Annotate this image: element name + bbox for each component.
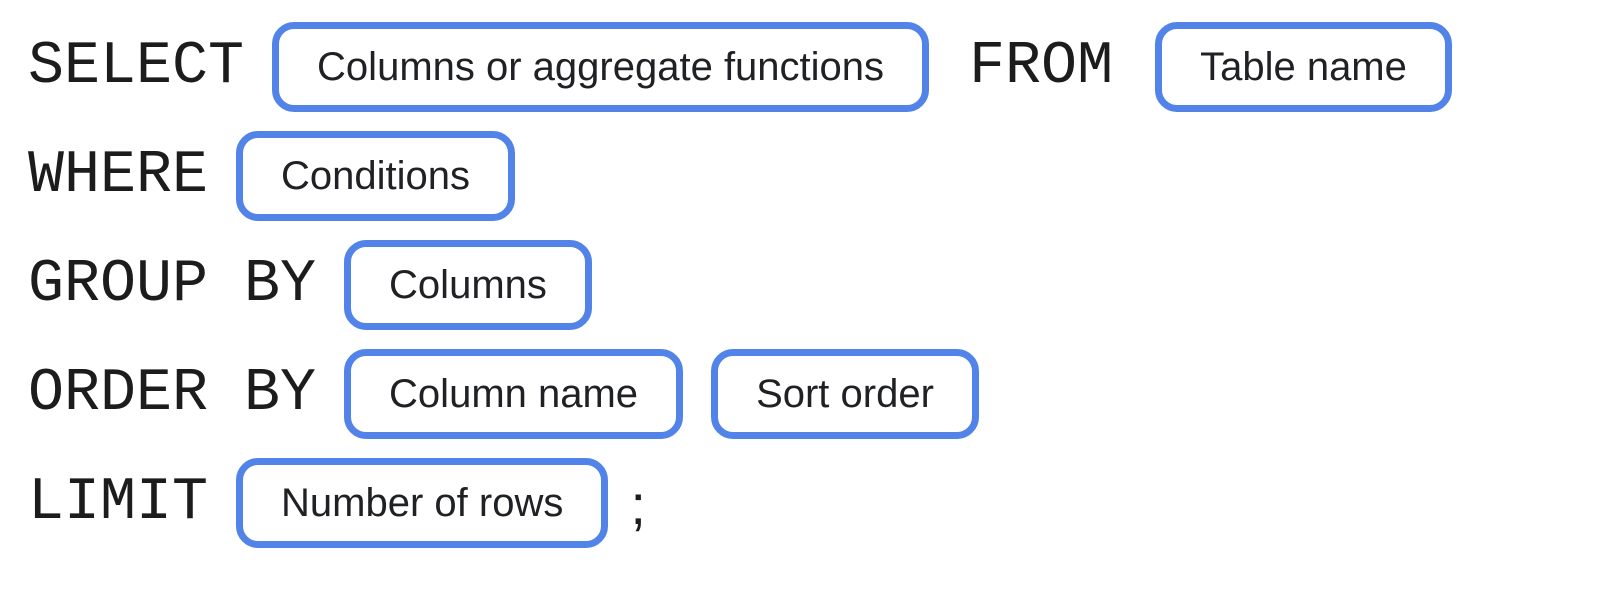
keyword-group-by: GROUP BY	[28, 251, 317, 319]
group-by-row: GROUP BY Columns	[28, 240, 1600, 330]
statement-terminator-semicolon: ;	[630, 473, 646, 536]
box-column-name: Column name	[344, 349, 684, 439]
box-columns: Columns	[344, 240, 592, 330]
box-number-of-rows-label: Number of rows	[281, 481, 564, 525]
box-table-name-label: Table name	[1200, 45, 1407, 89]
box-sort-order-label: Sort order	[756, 372, 934, 416]
limit-row: LIMIT Number of rows ;	[28, 458, 1600, 548]
keyword-where: WHERE	[28, 142, 209, 210]
box-sort-order: Sort order	[711, 349, 979, 439]
keyword-from: FROM	[969, 33, 1114, 101]
box-conditions: Conditions	[236, 131, 516, 221]
box-columns-label: Columns	[389, 263, 547, 307]
box-column-name-label: Column name	[389, 372, 639, 416]
where-row: WHERE Conditions	[28, 131, 1600, 221]
box-columns-or-aggregate-functions: Columns or aggregate functions	[272, 22, 930, 112]
keyword-select: SELECT	[28, 33, 245, 101]
keyword-order-by: ORDER BY	[28, 360, 317, 428]
order-by-row: ORDER BY Column name Sort order	[28, 349, 1600, 439]
keyword-limit: LIMIT	[28, 469, 209, 537]
box-number-of-rows: Number of rows	[236, 458, 609, 548]
box-columns-or-aggregate-functions-label: Columns or aggregate functions	[317, 45, 885, 89]
select-from-row: SELECT Columns or aggregate functions FR…	[28, 22, 1600, 112]
box-conditions-label: Conditions	[281, 154, 471, 198]
box-table-name: Table name	[1155, 22, 1452, 112]
